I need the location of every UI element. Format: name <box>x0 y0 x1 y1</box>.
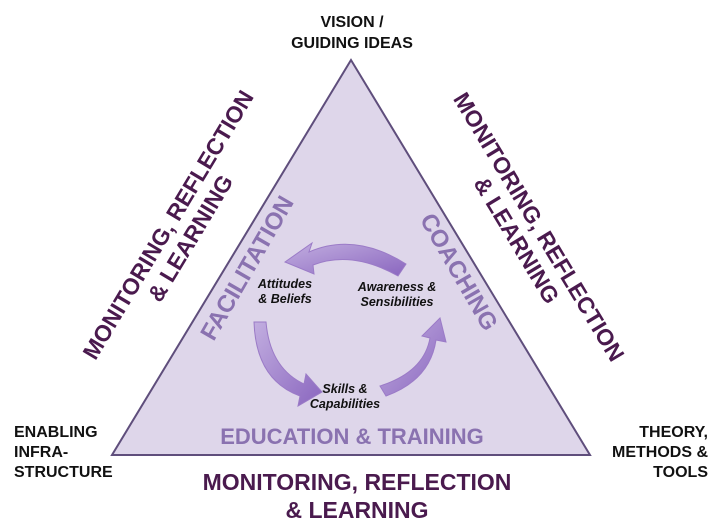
curved-arrow-icon <box>283 241 407 277</box>
corner-bottom-left-line: INFRA- <box>14 444 68 461</box>
curved-arrow-icon <box>379 317 447 397</box>
corner-bottom-right-label: THEORY, METHODS & TOOLS <box>612 424 708 481</box>
skills-line: Skills & <box>322 382 367 396</box>
awareness-line: Awareness & <box>357 280 437 294</box>
skills-capabilities-label: Skills & Capabilities <box>310 382 380 411</box>
corner-bottom-left-line: ENABLING <box>14 424 98 441</box>
corner-top-label: VISION / GUIDING IDEAS <box>291 14 413 52</box>
awareness-sensibilities-label: Awareness & Sensibilities <box>357 280 437 309</box>
attitudes-line: & Beliefs <box>258 292 312 306</box>
corner-bottom-right-line: METHODS & <box>612 444 708 461</box>
monitoring-bottom-line: & LEARNING <box>285 497 428 523</box>
awareness-line: Sensibilities <box>361 295 434 309</box>
education-training-label: EDUCATION & TRAINING <box>220 424 484 449</box>
corner-bottom-left-label: ENABLING INFRA- STRUCTURE <box>14 424 113 481</box>
attitudes-line: Attitudes <box>257 277 312 291</box>
attitudes-beliefs-label: Attitudes & Beliefs <box>257 277 312 306</box>
corner-bottom-left-line: STRUCTURE <box>14 464 113 481</box>
skills-line: Capabilities <box>310 397 380 411</box>
corner-bottom-right-line: TOOLS <box>653 464 708 481</box>
curved-arrow-icon <box>253 321 323 407</box>
corner-top-line: VISION / <box>320 14 384 31</box>
corner-top-line: GUIDING IDEAS <box>291 35 413 52</box>
monitoring-bottom-line: MONITORING, REFLECTION <box>203 469 512 495</box>
corner-bottom-right-line: THEORY, <box>639 424 708 441</box>
monitoring-bottom-label: MONITORING, REFLECTION & LEARNING <box>203 469 512 523</box>
